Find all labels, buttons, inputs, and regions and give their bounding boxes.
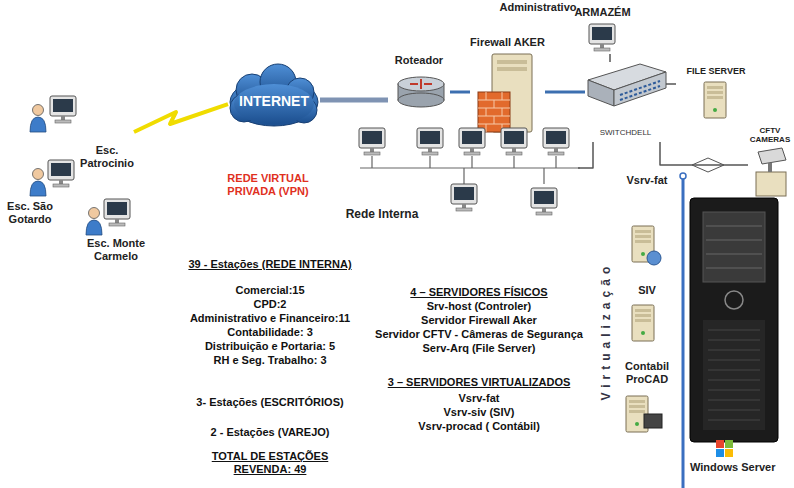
- virtual-server-node: SIV: [618, 284, 676, 344]
- firewall-icon: [478, 54, 532, 132]
- count-item: Administrativo e Financeiro:11: [170, 312, 370, 325]
- office-node: Esc. São Gotardo: [2, 155, 77, 229]
- count-item: 3- Estações (ESCRITÓRIOS): [170, 396, 370, 409]
- file-server-icon: [704, 82, 726, 118]
- network-link: [609, 54, 611, 62]
- router-node: Roteador: [388, 54, 450, 112]
- remote-office-icon: [30, 160, 74, 196]
- count-item: Distribuição e Portaria: 5: [170, 340, 370, 353]
- server-heading: 4 – SERVIDORES FÍSICOS: [362, 286, 596, 299]
- server-item: Vsrv-procad ( Contábil): [362, 420, 596, 433]
- host-server-tower: [690, 198, 778, 442]
- total-label: TOTAL DE ESTAÇÕES REVENDA: 49: [196, 450, 344, 476]
- vpn-label: REDE VIRTUAL PRIVADA (VPN): [214, 172, 322, 198]
- area-label: Administrativo: [498, 1, 578, 14]
- warehouse-pc-icon: [589, 24, 615, 51]
- node-label: INTERNET: [228, 93, 320, 109]
- count-item: 2 - Estações (VAREJO): [170, 426, 370, 439]
- node-label: FILE SERVER: [676, 66, 756, 76]
- remote-office-icon: [86, 199, 130, 235]
- node-label: SIV: [618, 284, 676, 297]
- node-label: CFTV CAMERAS: [748, 126, 792, 144]
- virtual-server-node: Contabil ProCAD: [616, 360, 678, 436]
- network-link: [660, 142, 748, 165]
- switch-icon: [588, 64, 666, 106]
- switch-node: SWITCHDELL: [585, 62, 666, 142]
- node-label: Esc. Patrocinio: [80, 144, 134, 169]
- virtual-server-node: Vsrv-fat: [618, 172, 676, 268]
- file-server-node: FILE SERVER: [676, 62, 756, 124]
- warehouse-node: ARMAZÉM: [565, 6, 640, 54]
- count-item: CPD:2: [170, 298, 370, 311]
- node-label: Esc. São Gotardo: [2, 200, 58, 225]
- node-label: Vsrv-fat: [618, 174, 676, 187]
- office-node: Esc. Patrocinio: [22, 92, 134, 172]
- network-link: [666, 83, 676, 85]
- cctv-camera-icon: [756, 148, 786, 196]
- server-item: Servidor CFTV - Câmeras de Segurança: [362, 328, 596, 341]
- count-item: Comercial:15: [170, 284, 370, 297]
- server-heading: 3 – SERVIDORES VIRTUALIZADOS: [362, 376, 596, 389]
- os-label: Windows Server: [690, 461, 790, 474]
- firewall-node: Firewall AKER: [470, 36, 545, 136]
- cctv-node: CFTV CAMERAS: [748, 126, 792, 198]
- count-item: RH e Seg. Trabalho: 3: [170, 354, 370, 367]
- node-label: Rede Interna: [342, 208, 422, 222]
- virtualization-label: Virtualização: [599, 231, 613, 431]
- node-label: Firewall AKER: [470, 36, 545, 49]
- count-item: Contabilidade: 3: [170, 326, 370, 339]
- network-link: [545, 91, 585, 94]
- virtual-server-icon: [626, 396, 662, 432]
- remote-office-icon: [30, 96, 76, 132]
- office-node: Esc. Monte Carmelo: [80, 195, 152, 273]
- vpn-link: [134, 104, 228, 132]
- node-label: Roteador: [388, 54, 450, 67]
- virtual-server-icon: [632, 226, 661, 265]
- lan-node: Rede Interna: [338, 122, 578, 232]
- internet-node: INTERNET: [228, 70, 320, 132]
- count-heading: 39 - Estações (REDE INTERNA): [170, 258, 370, 271]
- network-link: [320, 98, 388, 103]
- virtualization-bus: [680, 173, 686, 488]
- lan-icons: [359, 128, 580, 215]
- node-label: Esc. Monte Carmelo: [80, 237, 152, 262]
- server-item: Serv-Arq (File Server): [362, 342, 596, 355]
- node-label: SWITCHDELL: [585, 128, 666, 137]
- windows-logo: [716, 440, 733, 457]
- server-item: Servidor Firewall Aker: [362, 314, 596, 327]
- virtual-server-icon: [632, 305, 654, 341]
- network-link: [450, 91, 470, 94]
- server-item: Vsrv-siv (SIV): [362, 406, 596, 419]
- router-icon: [398, 77, 444, 107]
- node-label: Contabil ProCAD: [616, 360, 678, 385]
- server-item: Vsrv-fat: [362, 392, 596, 405]
- server-item: Srv-host (Controler): [362, 300, 596, 313]
- network-link: [578, 142, 593, 168]
